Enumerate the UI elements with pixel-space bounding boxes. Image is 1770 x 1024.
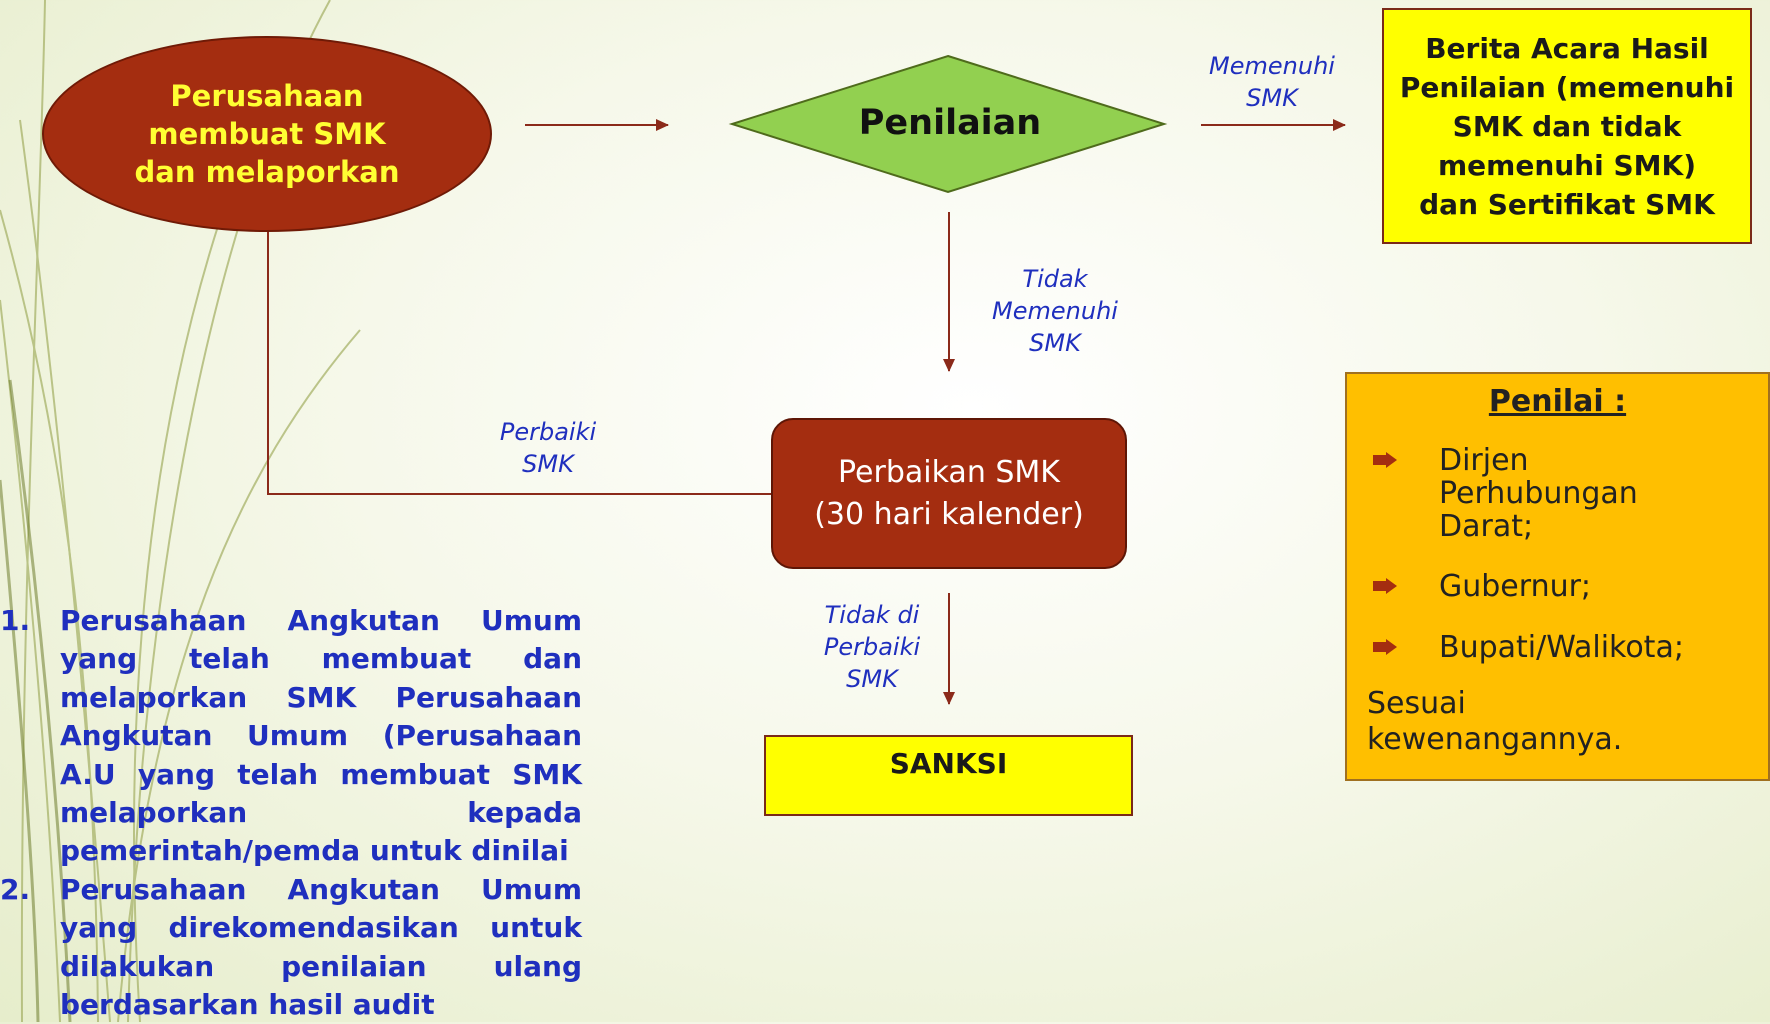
arrow-bullet-icon (1373, 452, 1397, 468)
penilai-item-line: Dirjen (1439, 443, 1529, 478)
edge-label-line: Tidak (1022, 265, 1088, 293)
edge-label-line: Tidak di (824, 601, 920, 629)
penilai-note-line: kewenangannya. (1367, 722, 1623, 757)
note-item: 2. Perusahaan Angkutan Umum yang direkom… (0, 871, 582, 1024)
start-node-line: Perusahaan (170, 79, 364, 113)
fix-node-line: Perbaikan SMK (838, 454, 1060, 490)
start-node-line: dan melaporkan (134, 155, 400, 189)
penilai-note-line: Sesuai (1367, 686, 1466, 721)
edge-label-line: SMK (1246, 84, 1298, 112)
penilai-item-line: Perhubungan (1439, 476, 1638, 511)
edge-label-line: Memenuhi (992, 297, 1118, 325)
edge-label-line: SMK (522, 450, 574, 478)
note-item: 1. Perusahaan Angkutan Umum yang telah m… (0, 602, 582, 871)
result-node-line: Penilaian (memenuhi (1399, 70, 1735, 104)
penilai-item-line: Bupati/Walikota; (1439, 630, 1684, 665)
edge-label-tidak-memenuhi: Tidak Memenuhi SMK (975, 263, 1135, 359)
penilai-item-line: Darat; (1439, 509, 1534, 544)
decision-diamond (728, 54, 1168, 194)
fix-node-line: (30 hari kalender) (814, 496, 1084, 532)
edge-label-line: SMK (1029, 329, 1081, 357)
result-node-line: dan Sertifikat SMK (1419, 187, 1715, 221)
result-node-line: memenuhi SMK) (1437, 148, 1696, 182)
note-number: 1. (0, 604, 31, 637)
note-number: 2. (0, 872, 31, 906)
edge-label-line: Perbaiki (499, 418, 597, 446)
start-node-line: membuat SMK (148, 117, 386, 151)
edge-label-line: SMK (846, 665, 898, 693)
penilai-item-line: Gubernur; (1439, 569, 1592, 604)
penilai-note: Sesuai kewenangannya. (1367, 686, 1622, 758)
arrow-bullet-icon (1373, 578, 1397, 594)
edge-label-line: Perbaiki (823, 633, 921, 661)
result-node-line: SMK dan tidak (1452, 109, 1682, 143)
start-node-company-creates-smk: Perusahaan membuat SMK dan melaporkan (42, 36, 492, 232)
note-text: Perusahaan Angkutan Umum yang telah memb… (60, 604, 582, 868)
result-node-line: Berita Acara Hasil (1425, 31, 1709, 65)
result-node-berita-acara: Berita Acara Hasil Penilaian (memenuhi S… (1382, 8, 1752, 244)
edge-label-perbaiki: Perbaiki SMK (468, 416, 628, 480)
arrow-bullet-icon (1373, 639, 1397, 655)
penilai-title: Penilai : (1488, 384, 1627, 419)
arrow-fix-to-start (262, 211, 771, 495)
edge-label-tidak-diperbaiki: Tidak di Perbaiki SMK (792, 599, 952, 695)
edge-label-memenuhi: Memenuhi SMK (1192, 50, 1352, 114)
edge-label-line: Memenuhi (1209, 52, 1335, 80)
penilai-panel: Penilai : Dirjen Perhubungan Darat; Gube… (1345, 372, 1770, 781)
fix-node-perbaikan-smk: Perbaikan SMK (30 hari kalender) (771, 418, 1127, 569)
note-text: Perusahaan Angkutan Umum yang direkomend… (60, 872, 582, 1022)
sanction-node: SANKSI (764, 735, 1133, 816)
decision-label: Penilaian (858, 103, 1042, 143)
notes-list: 1. Perusahaan Angkutan Umum yang telah m… (0, 602, 582, 1024)
